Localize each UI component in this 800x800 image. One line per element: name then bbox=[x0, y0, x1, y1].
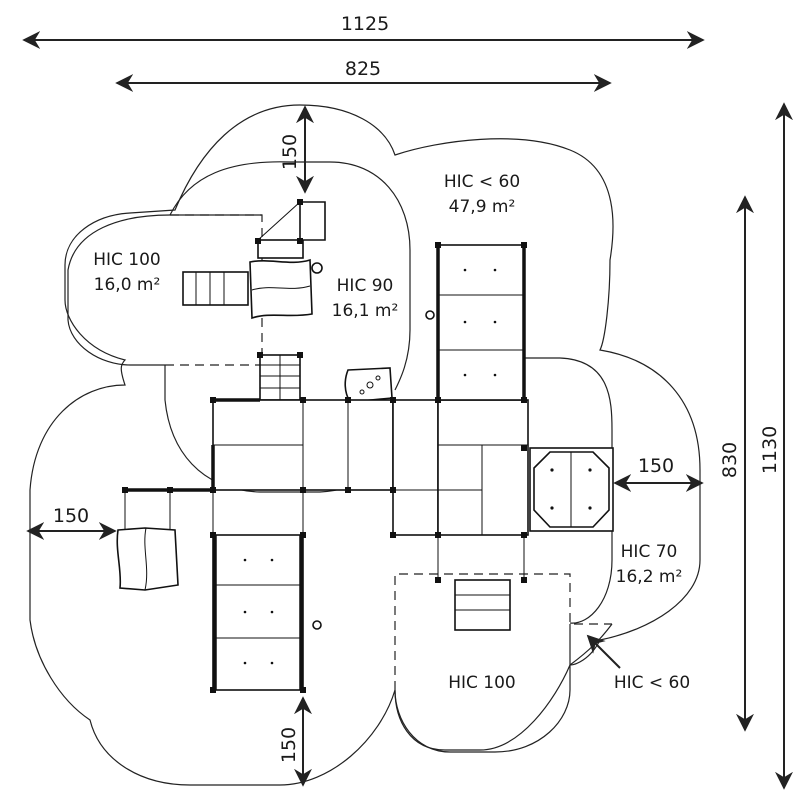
right-deck bbox=[437, 399, 529, 536]
slide-top bbox=[182, 271, 249, 306]
climbing-wall-west bbox=[116, 527, 179, 591]
zone-hic90-area: 16,1 m² bbox=[332, 301, 399, 321]
outer-safety-zone bbox=[29, 104, 701, 786]
play-structure bbox=[116, 199, 614, 693]
zone-hic70-area: 16,2 m² bbox=[616, 567, 683, 587]
zone-hic60-main-area: 47,9 m² bbox=[449, 197, 516, 217]
zone-hic100-left-title: HIC 100 bbox=[93, 250, 161, 270]
hic90-zone bbox=[169, 161, 411, 391]
climbing-panel bbox=[344, 367, 393, 403]
dim-overall-width: 1125 bbox=[341, 13, 389, 35]
dim-clearance-right: 150 bbox=[638, 455, 674, 477]
north-bridge bbox=[437, 244, 525, 401]
dim-clearance-left: 150 bbox=[53, 505, 89, 527]
slide-south bbox=[454, 579, 511, 631]
south-bridge bbox=[212, 534, 304, 691]
zone-hic60-callout-title: HIC < 60 bbox=[614, 673, 690, 693]
zone-hic100-bottom-title: HIC 100 bbox=[448, 673, 516, 693]
climbing-wall-top bbox=[249, 258, 313, 320]
hic60-callout-arrow bbox=[586, 634, 621, 669]
dim-clearance-bottom: 150 bbox=[278, 727, 300, 763]
dim-clearance-top: 150 bbox=[279, 134, 301, 170]
hic100-bottom-zone bbox=[394, 624, 571, 753]
zone-hic90-title: HIC 90 bbox=[337, 276, 394, 296]
dim-structure-depth: 830 bbox=[719, 442, 741, 478]
zone-hic70-title: HIC 70 bbox=[621, 542, 678, 562]
tower-roof-panel bbox=[299, 201, 326, 241]
dim-structure-width: 825 bbox=[345, 58, 381, 80]
zone-hic60-main-title: HIC < 60 bbox=[444, 172, 520, 192]
zone-hic100-left-area: 16,0 m² bbox=[94, 275, 161, 295]
dim-overall-depth: 1130 bbox=[759, 426, 781, 474]
